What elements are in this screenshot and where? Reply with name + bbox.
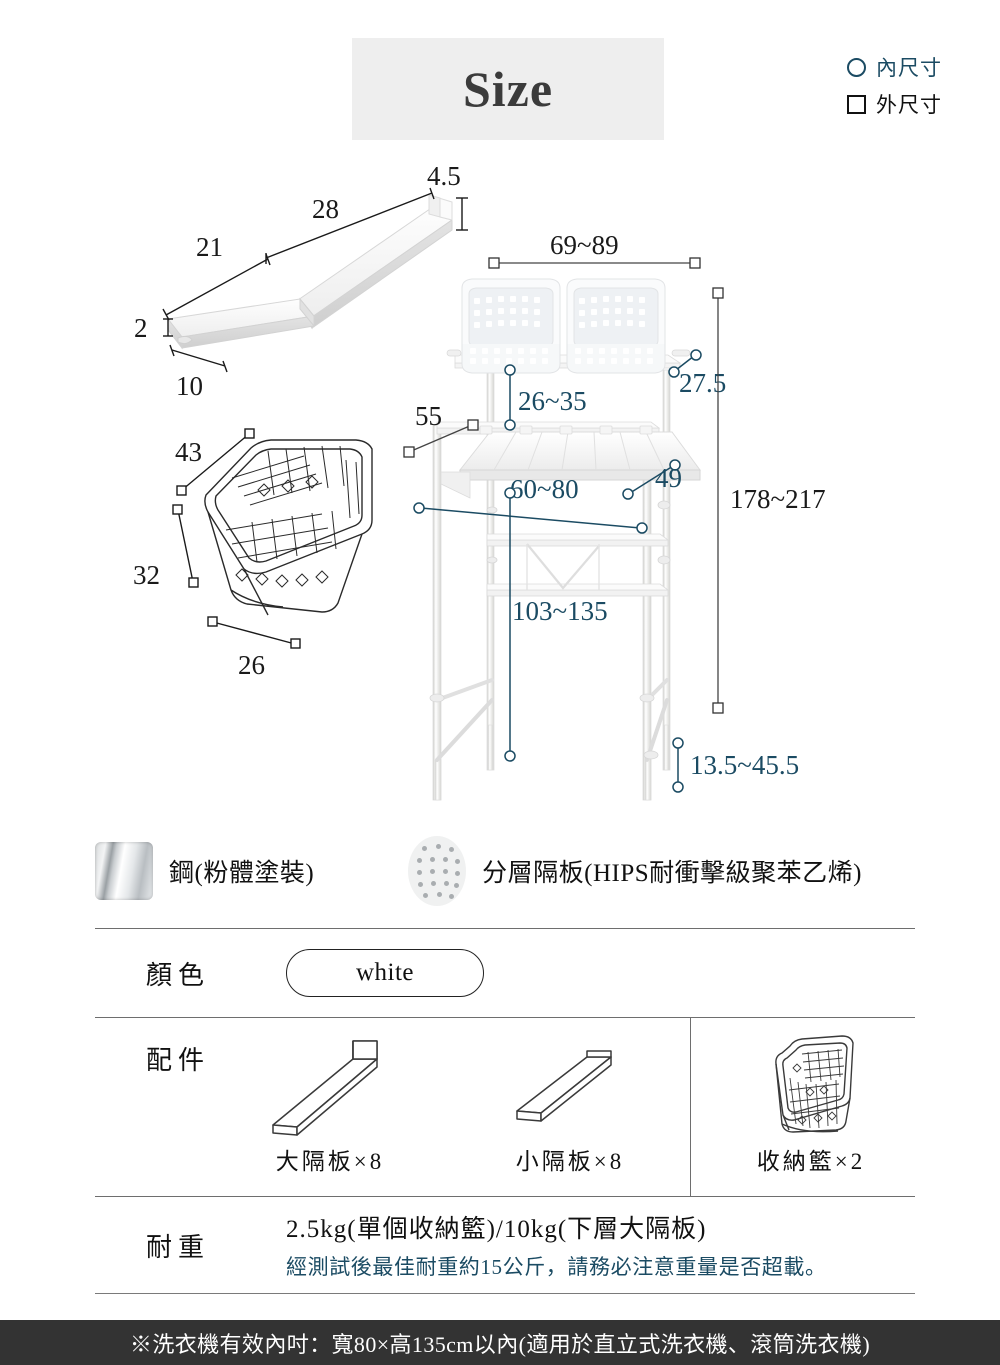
spec-row-accessories: 配件 xyxy=(95,1018,915,1196)
size-diagram: 28 21 4.5 2 10 xyxy=(0,160,1000,820)
rack-illustration xyxy=(429,278,701,801)
table-rule-bottom xyxy=(95,1293,915,1294)
dim-depth-outer xyxy=(403,419,479,458)
legend-item-outer: 外尺寸 xyxy=(847,89,942,119)
dim-basket-height xyxy=(172,504,199,588)
hips-swatch-icon xyxy=(408,836,467,906)
dim-shelf-lip xyxy=(456,197,468,231)
spec-table: 顏色 white 配件 xyxy=(95,928,915,1294)
spec-label-accessories: 配件 xyxy=(145,1046,210,1075)
spec-label-color: 顏色 xyxy=(145,960,210,990)
dim-label-27-5: 27.5 xyxy=(679,368,726,398)
spec-label-load: 耐重 xyxy=(145,1232,210,1262)
footer-note-bar: ※洗衣機有效內吋：寬80×高135cm以內(適用於直立式洗衣機、滾筒洗衣機) xyxy=(0,1320,1000,1365)
dim-label-10: 10 xyxy=(176,371,203,401)
dim-upper-rail-height xyxy=(668,349,702,378)
dim-label-4-5: 4.5 xyxy=(427,161,461,191)
accessory-storage-basket: 收納籃×2 xyxy=(691,1018,931,1196)
dim-top-width xyxy=(488,257,701,269)
storage-basket-icon xyxy=(746,1026,876,1142)
legend-outer-label: 外尺寸 xyxy=(876,93,942,117)
table-rule-color-bottom xyxy=(95,1017,915,1018)
material-steel-label: 鋼(粉體塗裝) xyxy=(169,860,315,887)
page-title: Size xyxy=(462,61,554,117)
accessory-large-divider: 大隔板×8 xyxy=(210,1018,450,1196)
dim-label-2: 2 xyxy=(134,313,148,343)
load-capacity-main: 2.5kg(單個收納籃)/10kg(下層大隔板) xyxy=(286,1216,707,1243)
dim-label-shelf-width: 60~80 xyxy=(510,474,579,504)
dim-label-top-width: 69~89 xyxy=(550,230,619,260)
shelf-panel-illustration xyxy=(167,194,453,350)
accessories-dividers-group: 大隔板×8 小隔板×8 xyxy=(210,1018,690,1196)
steel-swatch-icon xyxy=(95,842,153,900)
table-rule-acc-bottom xyxy=(95,1196,915,1197)
legend-inner-label: 內尺寸 xyxy=(876,56,942,80)
material-hips: 分層隔板(HIPS耐衝擊級聚苯乙烯) xyxy=(408,836,862,906)
dim-leg-adjust xyxy=(672,737,684,793)
accessory-small-divider-caption: 小隔板×8 xyxy=(515,1149,625,1174)
accessory-large-divider-caption: 大隔板×8 xyxy=(275,1149,385,1174)
diagram-svg: 28 21 4.5 2 10 xyxy=(133,161,826,801)
dim-label-21: 21 xyxy=(196,232,223,262)
large-divider-icon xyxy=(255,1026,405,1142)
spec-row-color: 顏色 white xyxy=(95,929,915,1017)
dim-label-43: 43 xyxy=(175,437,202,467)
small-divider-icon xyxy=(495,1026,645,1142)
dim-label-depth-55: 55 xyxy=(415,401,442,431)
square-icon xyxy=(847,94,866,114)
dim-shelf-thickness xyxy=(163,318,173,337)
dim-label-total-height: 178~217 xyxy=(730,484,826,514)
material-hips-label: 分層隔板(HIPS耐衝擊級聚苯乙烯) xyxy=(482,860,862,887)
dim-upper-clearance xyxy=(504,364,516,431)
dim-label-49: 49 xyxy=(655,463,682,493)
basket-line-drawing xyxy=(204,439,373,616)
accessory-small-divider: 小隔板×8 xyxy=(450,1018,690,1196)
accessory-storage-basket-caption: 收納籃×2 xyxy=(756,1149,866,1174)
accessories-basket-group: 收納籃×2 xyxy=(690,1018,931,1196)
materials-row: 鋼(粉體塗裝) 分層隔板(HIPS耐衝擊級聚苯乙烯) xyxy=(95,832,915,910)
spec-row-load: 耐重 2.5kg(單個收納籃)/10kg(下層大隔板) 經測試後最佳耐重約15公… xyxy=(95,1197,915,1293)
dim-label-32: 32 xyxy=(133,560,160,590)
dim-basket-width xyxy=(207,616,301,649)
dim-shelf-depth xyxy=(169,344,228,373)
dim-label-leg-adjust: 13.5~45.5 xyxy=(690,750,799,780)
color-value-pill[interactable]: white xyxy=(286,949,484,997)
dim-label-lower-clearance: 103~135 xyxy=(512,596,608,626)
hips-perforations xyxy=(408,836,466,906)
load-capacity-note: 經測試後最佳耐重約15公斤，請務必注意重量是否超載。 xyxy=(286,1255,827,1279)
dim-total-height xyxy=(712,287,724,714)
size-header-band: Size xyxy=(352,38,664,140)
dim-shelf-short xyxy=(162,253,271,321)
dim-shelf-width-inner xyxy=(413,502,648,534)
dimension-legend: 內尺寸 外尺寸 xyxy=(847,52,942,126)
material-steel: 鋼(粉體塗裝) xyxy=(95,842,314,900)
table-rule-top xyxy=(95,928,915,929)
dim-lower-clearance xyxy=(504,487,516,762)
dim-label-28: 28 xyxy=(312,194,339,224)
dim-basket-length xyxy=(176,428,255,496)
dim-label-26: 26 xyxy=(238,650,265,680)
circle-icon xyxy=(847,57,866,77)
dim-label-upper-clearance: 26~35 xyxy=(518,386,587,416)
footer-note-text: ※洗衣機有效內吋：寬80×高135cm以內(適用於直立式洗衣機、滾筒洗衣機) xyxy=(129,1331,871,1357)
dim-shelf-depth-inner xyxy=(622,459,681,500)
legend-item-inner: 內尺寸 xyxy=(847,52,942,82)
